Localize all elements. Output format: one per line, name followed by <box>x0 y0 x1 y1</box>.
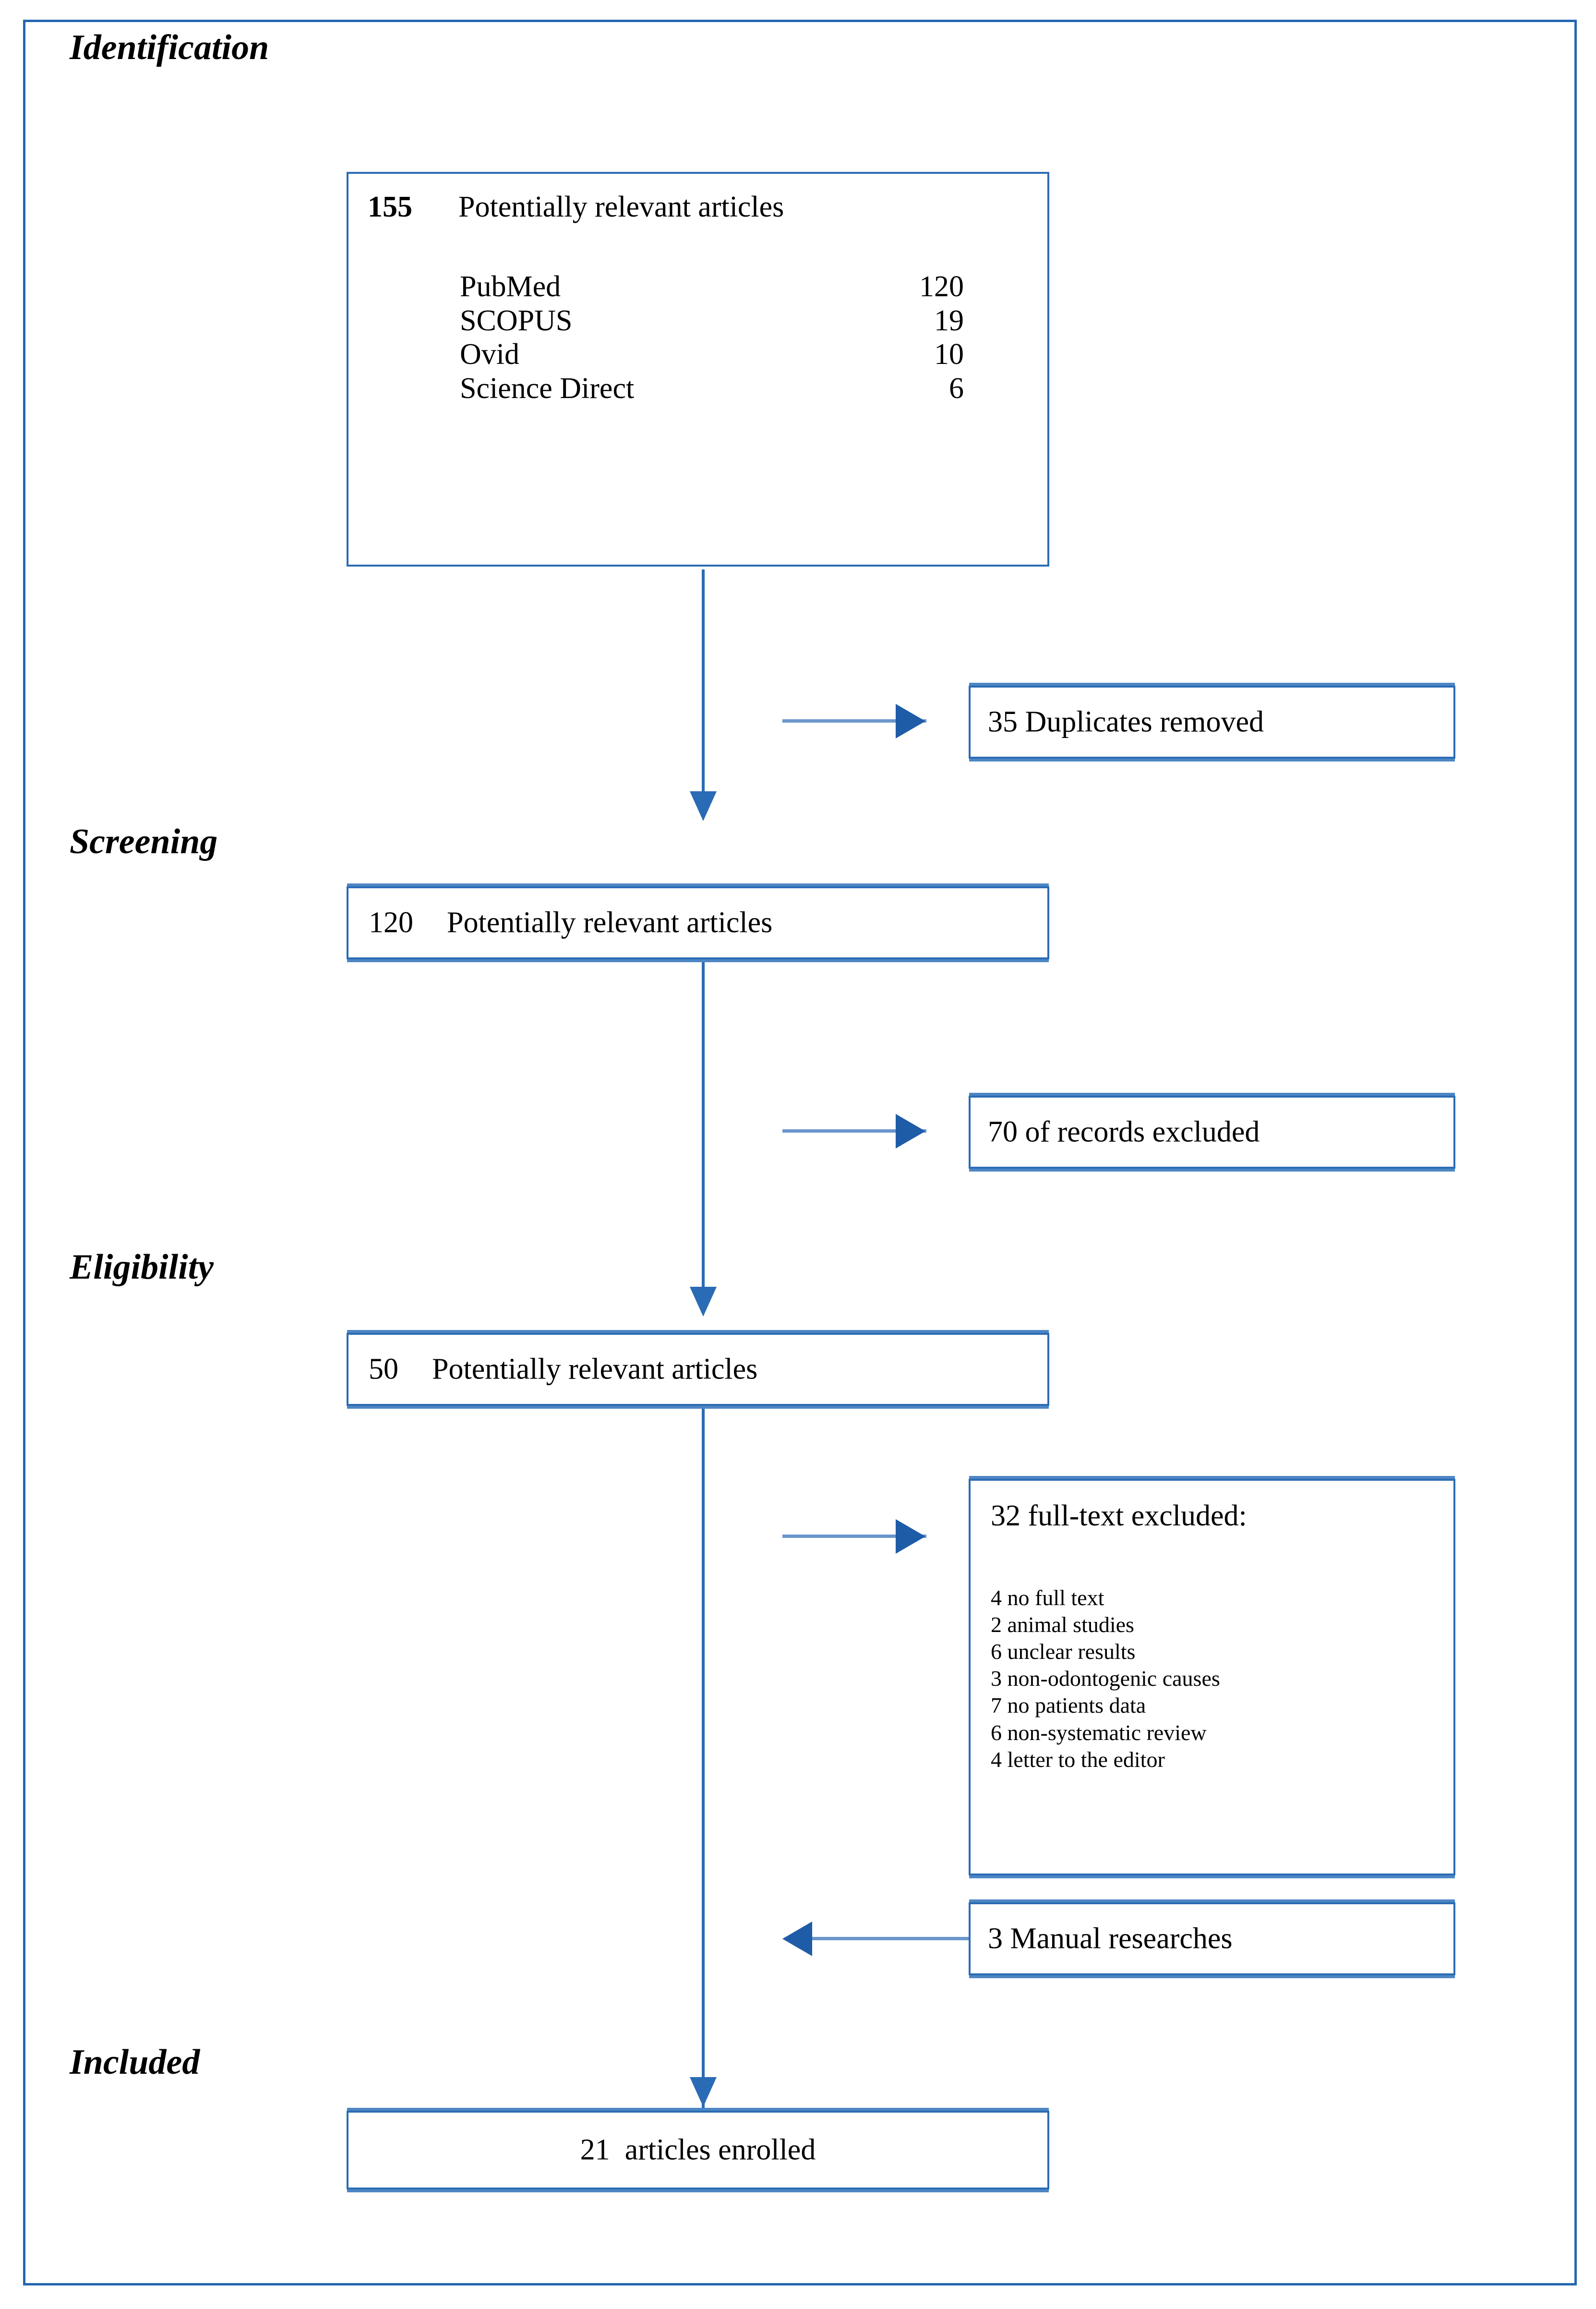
exclusion-reason-item: 4 letter to the editor <box>991 1747 1165 1772</box>
connector-fulltext-excluded-stem <box>782 1535 926 1538</box>
duplicates-removed-text: 35 Duplicates removed <box>988 705 1264 739</box>
connector-duplicates-arrowhead <box>896 704 925 738</box>
exclusion-reason-item: 7 no patients data <box>991 1693 1146 1718</box>
screening-box-text: 120 Potentially relevant articles <box>369 906 772 940</box>
exclusion-reason-item: 3 non-odontogenic causes <box>991 1666 1220 1691</box>
connector-manual-researches-stem <box>812 1937 969 1940</box>
identification-label: Potentially relevant articles <box>458 191 784 223</box>
connector-identification-to-screening-stem <box>702 569 705 794</box>
exclusion-reason-item: 2 animal studies <box>991 1612 1134 1637</box>
duplicates-removed-box: 35 Duplicates removed <box>969 686 1455 759</box>
screening-label: Potentially relevant articles <box>447 906 773 939</box>
connector-fulltext-excluded-arrowhead <box>896 1519 925 1554</box>
records-excluded-text: 70 of records excluded <box>988 1115 1260 1149</box>
stage-label-identification: Identification <box>70 28 269 67</box>
connector-records-excluded-stem <box>782 1129 926 1133</box>
eligibility-box: 50 Potentially relevant articles <box>347 1333 1049 1406</box>
fulltext-excluded-box: 32 full-text excluded: 4 no full text 2 … <box>969 1479 1455 1875</box>
eligibility-label: Potentially relevant articles <box>432 1353 758 1386</box>
identification-count: 155 <box>368 191 412 223</box>
fulltext-exclusion-reason-list: 4 no full text 2 animal studies 6 unclea… <box>991 1584 1444 1773</box>
source-name: PubMed <box>460 270 561 303</box>
included-count: 21 <box>580 2133 610 2166</box>
exclusion-reason-item: 6 non-systematic review <box>991 1720 1207 1745</box>
connector-duplicates-stem <box>782 719 926 723</box>
records-excluded-box: 70 of records excluded <box>969 1096 1455 1169</box>
identification-box-heading: 155 Potentially relevant articles <box>368 190 784 224</box>
included-box: 21 articles enrolled <box>347 2111 1049 2189</box>
source-count: 19 <box>934 304 964 337</box>
manual-researches-box: 3 Manual researches <box>969 1902 1455 1975</box>
stage-label-screening: Screening <box>70 822 218 861</box>
included-box-text: 21 articles enrolled <box>348 2133 1047 2167</box>
source-count: 120 <box>919 270 964 303</box>
figure-outer-border <box>23 20 1577 2285</box>
source-row: Science Direct 6 <box>460 372 964 406</box>
connector-eligibility-to-included-arrowhead <box>690 2077 717 2107</box>
eligibility-box-text: 50 Potentially relevant articles <box>369 1353 757 1387</box>
connector-screening-to-eligibility-arrowhead <box>690 1287 717 1317</box>
identification-box: 155 Potentially relevant articles PubMed … <box>347 172 1049 567</box>
source-name: Science Direct <box>460 372 635 405</box>
source-count: 6 <box>949 372 964 405</box>
source-database-table: PubMed 120 SCOPUS 19 Ovid 10 Science Dir… <box>460 270 964 406</box>
connector-screening-to-eligibility-stem <box>702 962 705 1290</box>
source-name: SCOPUS <box>460 304 573 337</box>
source-row: Ovid 10 <box>460 338 964 372</box>
stage-label-eligibility: Eligibility <box>70 1247 214 1287</box>
connector-identification-to-screening-arrowhead <box>690 791 717 821</box>
fulltext-excluded-count: 32 <box>991 1499 1020 1532</box>
eligibility-count: 50 <box>369 1353 398 1386</box>
screening-count: 120 <box>369 906 413 939</box>
source-row: PubMed 120 <box>460 270 964 304</box>
included-label: articles enrolled <box>624 2133 816 2166</box>
records-excluded-label: of records excluded <box>1025 1115 1260 1148</box>
source-count: 10 <box>934 338 964 371</box>
manual-researches-count: 3 <box>988 1922 1003 1955</box>
source-name: Ovid <box>460 338 519 371</box>
connector-records-excluded-arrowhead <box>896 1114 925 1148</box>
exclusion-reason-item: 4 no full text <box>991 1585 1104 1610</box>
fulltext-excluded-heading: 32 full-text excluded: <box>991 1499 1247 1533</box>
manual-researches-text: 3 Manual researches <box>988 1922 1233 1956</box>
source-row: SCOPUS 19 <box>460 304 964 338</box>
duplicates-label: Duplicates removed <box>1025 705 1264 738</box>
records-excluded-count: 70 <box>988 1115 1018 1148</box>
exclusion-reason-item: 6 unclear results <box>991 1639 1136 1664</box>
connector-manual-researches-arrowhead <box>782 1922 812 1956</box>
manual-researches-label: Manual researches <box>1010 1922 1233 1955</box>
stage-label-included: Included <box>70 2043 200 2082</box>
connector-eligibility-to-included-stem <box>702 1409 705 2112</box>
fulltext-excluded-label: full-text excluded: <box>1028 1499 1247 1532</box>
duplicates-count: 35 <box>988 705 1018 738</box>
screening-box: 120 Potentially relevant articles <box>347 886 1049 959</box>
